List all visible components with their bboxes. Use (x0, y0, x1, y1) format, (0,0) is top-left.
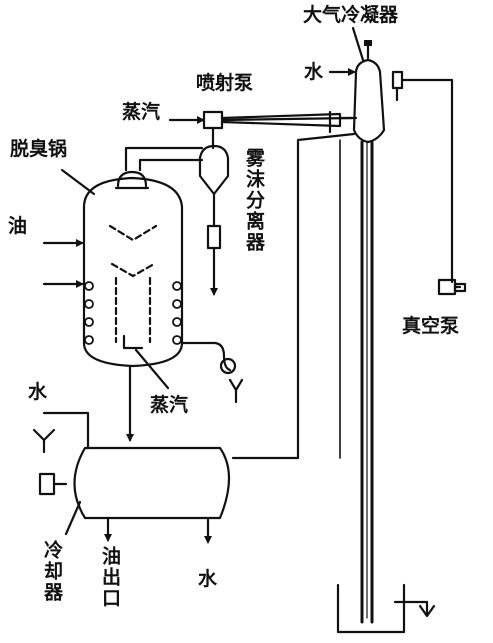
cooler-vent-pipe (231, 132, 356, 460)
water-top-label: 水 (304, 61, 324, 83)
deodorizer-label: 脱臭锅 (10, 138, 68, 160)
atmospheric-condenser (352, 40, 386, 144)
water-left-label: 水 (28, 381, 48, 403)
hot-well-overflow (393, 600, 436, 618)
condenser-label: 大气冷凝器 (303, 4, 399, 26)
separator-label: 雾沫分离器 (243, 148, 265, 253)
vacuum-pump-label: 真空泵 (402, 315, 460, 337)
oil-outlet-label: 油出口 (99, 546, 121, 609)
water-bottom-label: 水 (198, 568, 218, 590)
heating-coils (84, 281, 182, 345)
vacuum-pump (437, 278, 467, 296)
steam-leader (134, 348, 170, 390)
vapour-pipe (124, 146, 204, 172)
steam-top-label: 蒸汽 (122, 101, 161, 123)
cooler-leader (64, 500, 82, 536)
oil-in-label: 油 (8, 215, 28, 237)
deodorizer-leader (60, 168, 96, 196)
steam-jet-pump (202, 110, 358, 134)
hot-well-tank (336, 583, 406, 634)
cooler-water-inlet (32, 411, 90, 454)
cooler-vessel (38, 446, 230, 520)
barometric-leg-pipe (360, 140, 374, 624)
deodorizer-vessel (82, 170, 184, 368)
vacuum-line (391, 70, 454, 284)
condenser-leader (351, 26, 365, 62)
jet-pump-label: 喷射泵 (196, 72, 254, 94)
steam-bottom-label: 蒸汽 (150, 394, 189, 416)
mist-separator (198, 126, 230, 296)
cooler-label: 冷却器 (41, 540, 63, 603)
coil-drain (180, 341, 244, 404)
